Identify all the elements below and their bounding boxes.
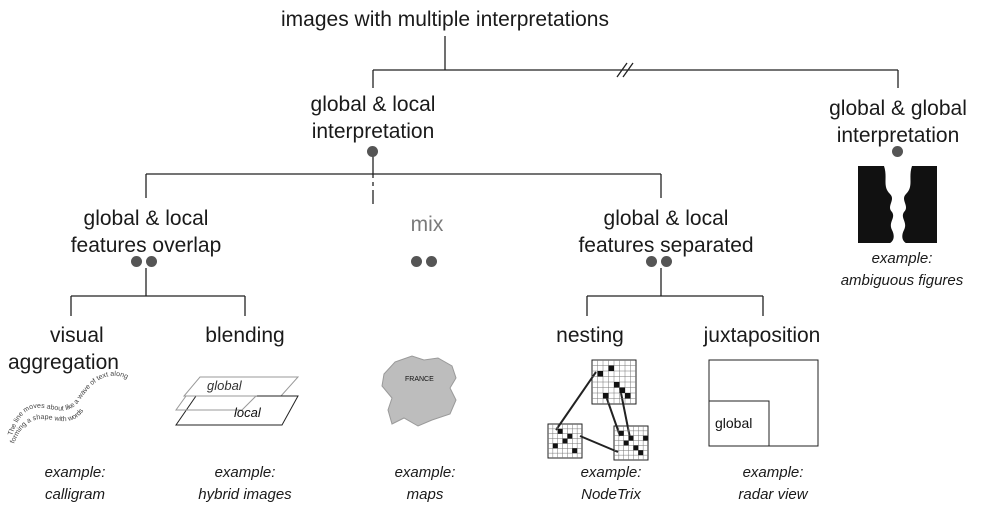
- example-radar-line2: radar view: [738, 486, 808, 503]
- global-global-interpretation-line1: global & global: [829, 97, 967, 120]
- example-maps: example: maps: [370, 462, 480, 506]
- blending-illustration: [175, 376, 300, 426]
- matrix-cell: [625, 393, 631, 399]
- radar-view-illustration: [708, 359, 819, 447]
- matrix-cells: [552, 365, 648, 456]
- matrix-cell: [638, 450, 644, 456]
- example-calligram-line2: calligram: [44, 486, 105, 503]
- global-local-interpretation-line1: global & local: [310, 93, 436, 116]
- matrix-cell: [557, 428, 563, 434]
- matrix-cell: [552, 443, 558, 449]
- example-nodetrix-line2: NodeTrix: [581, 486, 641, 503]
- node-dot: [646, 256, 657, 267]
- global-local-interpretation: global & local interpretation: [283, 91, 463, 145]
- ambiguous-figure-illustration: [858, 166, 937, 243]
- features-overlap-line2: features overlap: [70, 234, 222, 257]
- matrix-cell: [628, 435, 634, 441]
- france-map-illustration: [381, 355, 457, 427]
- features-overlap-node: global & local features overlap: [56, 205, 236, 259]
- node-dot: [411, 256, 422, 267]
- matrix-cell: [614, 382, 620, 388]
- example-hybrid-images: example: hybrid images: [180, 462, 310, 506]
- example-ambiguous-figures: example: ambiguous figures: [822, 248, 982, 292]
- global-global-interpretation: global & global interpretation: [808, 95, 985, 149]
- matrix-cell: [603, 393, 609, 399]
- example-nodetrix-line1: example:: [580, 464, 642, 481]
- example-maps-line1: example:: [394, 464, 456, 481]
- matrix-cell: [623, 440, 629, 446]
- example-nodetrix: example: NodeTrix: [556, 462, 666, 506]
- node-dot: [892, 146, 903, 157]
- blend-global-label: global: [207, 378, 242, 393]
- example-ambiguous-line2: ambiguous figures: [840, 272, 964, 289]
- matrix-cell: [643, 435, 648, 441]
- node-dot: [661, 256, 672, 267]
- example-ambiguous-line1: example:: [871, 250, 933, 267]
- features-overlap-line1: global & local: [83, 207, 209, 230]
- nesting-node: nesting: [556, 324, 624, 347]
- global-global-interpretation-line2: interpretation: [836, 124, 960, 147]
- matrix-cell: [562, 438, 568, 444]
- visual-aggregation-line1: visual: [50, 324, 104, 347]
- example-hybrid-line2: hybrid images: [198, 486, 292, 503]
- node-dot: [131, 256, 142, 267]
- example-calligram-line1: example:: [44, 464, 106, 481]
- node-dot: [146, 256, 157, 267]
- features-separated-line1: global & local: [603, 207, 729, 230]
- diagram-title: images with multiple interpretations: [281, 8, 609, 31]
- calligram-illustration: The line moves about like a wave of text…: [7, 371, 129, 445]
- mix-node: mix: [410, 213, 444, 236]
- example-hybrid-line1: example:: [214, 464, 276, 481]
- matrix-cell: [619, 387, 625, 393]
- matrix-cell: [572, 448, 578, 454]
- map-label: FRANCE: [405, 376, 434, 383]
- features-separated-line2: features separated: [578, 234, 754, 257]
- matrix-cell: [618, 430, 624, 436]
- example-maps-line2: maps: [406, 486, 444, 503]
- node-dot: [367, 146, 378, 157]
- visual-aggregation-line2: aggregation: [8, 351, 119, 374]
- features-separated-node: global & local features separated: [566, 205, 766, 259]
- juxtaposition-node: juxtaposition: [703, 324, 821, 347]
- matrix-cell: [597, 371, 603, 377]
- global-local-interpretation-line2: interpretation: [311, 120, 435, 143]
- matrix-cell: [608, 365, 614, 371]
- blending-node: blending: [205, 324, 285, 347]
- connectors: [70, 36, 899, 316]
- matrix-cell: [567, 433, 573, 439]
- example-calligram: example: calligram: [20, 462, 130, 506]
- blend-local-label: local: [234, 405, 261, 420]
- visual-aggregation-node: visual aggregation: [8, 322, 140, 376]
- example-radar-view: example: radar view: [718, 462, 828, 506]
- node-dot: [426, 256, 437, 267]
- matrix-cell: [633, 445, 639, 451]
- radar-global-label: global: [715, 415, 753, 431]
- example-radar-line1: example:: [742, 464, 804, 481]
